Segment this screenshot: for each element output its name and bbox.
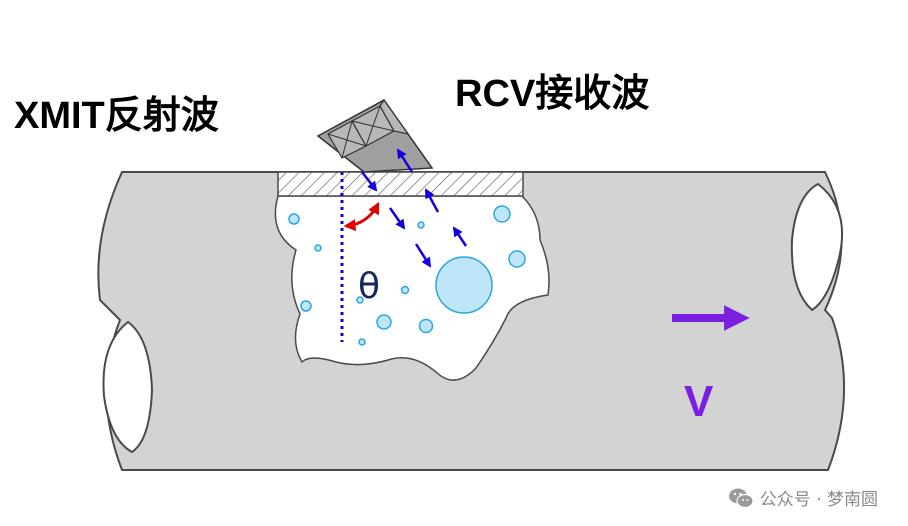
transmit-arrow [414,243,432,268]
bubble [356,296,364,304]
bubble [400,285,410,295]
transmit-arrow [361,171,378,192]
theta-label: θ [358,266,380,307]
bubble [493,205,511,223]
bubble [376,314,392,330]
pipe-left-opening [102,320,154,454]
bubble [508,250,526,268]
transmit-arrow [388,207,406,230]
bubbles [288,205,526,346]
pipe-right-opening [790,182,844,312]
bubble [418,318,434,334]
bubble [358,338,366,346]
receive-arrow [396,148,414,173]
bubble-large [435,256,493,314]
bubble [417,221,425,229]
angle-arrow [343,201,380,232]
ultrasonic-path-arrows [361,148,468,268]
bubble [300,300,312,312]
transducer [316,98,434,173]
xmit-label: XMIT反射波 [14,95,219,137]
watermark: 公众号 · 梦南圆 [728,485,878,510]
rcv-label: RCV接收波 [455,73,650,115]
watermark-text: 公众号 · 梦南圆 [759,490,878,510]
bubble [288,213,300,225]
wechat-icon [728,488,754,508]
velocity-label: V [684,377,714,426]
receive-arrow [452,226,468,247]
fluid-cutaway [274,195,550,381]
bubble [314,244,322,252]
pipe-wall-section [277,171,524,197]
receive-arrow [424,188,440,213]
transducer-elements [327,98,410,159]
